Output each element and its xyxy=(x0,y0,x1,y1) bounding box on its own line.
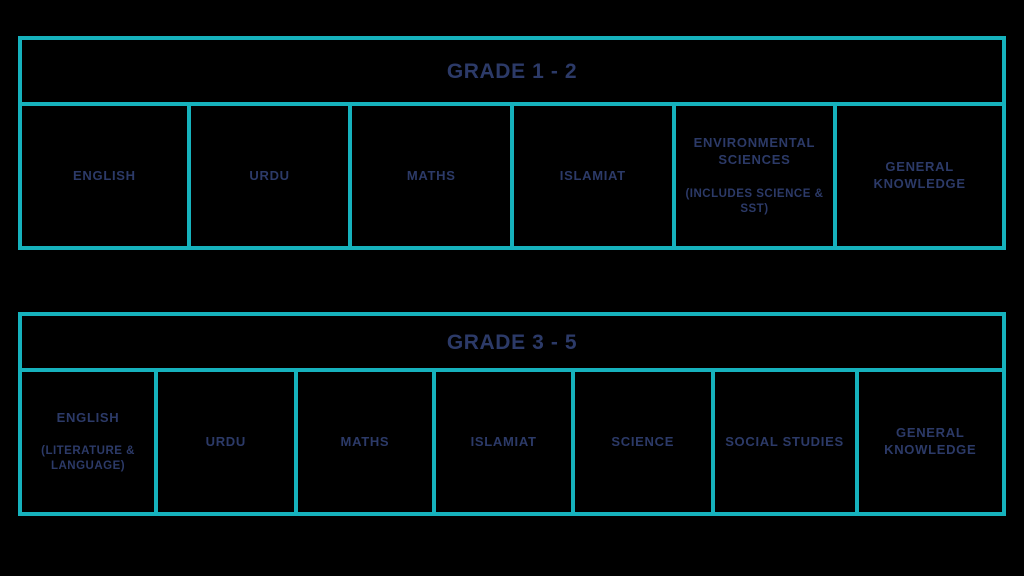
subject-name: URDU xyxy=(249,167,290,183)
subject-cell-english: ENGLISH xyxy=(22,106,191,246)
subject-name: ISLAMIAT xyxy=(559,167,626,183)
subject-row-grade-3-5: ENGLISH (LITERATURE & LANGUAGE) URDU MAT… xyxy=(22,372,1002,512)
subject-note: (INCLUDES SCIENCE & SST) xyxy=(685,187,824,215)
subject-name: URDU xyxy=(205,433,246,449)
subject-name: MATHS xyxy=(406,167,456,183)
subject-cell-general-knowledge: GENERAL KNOWLEDGE xyxy=(837,106,1002,246)
subject-name: ENGLISH xyxy=(56,409,120,425)
subject-note: (LITERATURE & LANGUAGE) xyxy=(41,445,135,473)
table-header-grade-3-5: GRADE 3 - 5 xyxy=(22,316,1002,372)
subject-name: ENVIRONMENTAL SCIENCES xyxy=(693,135,816,168)
subject-cell-islamiat: ISLAMIAT xyxy=(436,372,575,512)
subject-name: SCIENCE xyxy=(611,433,675,449)
subject-cell-english: ENGLISH (LITERATURE & LANGUAGE) xyxy=(22,372,159,512)
subject-cell-science: SCIENCE xyxy=(575,372,715,512)
subject-cell-environmental-sciences: ENVIRONMENTAL SCIENCES (INCLUDES SCIENCE… xyxy=(676,106,838,246)
subject-cell-urdu: URDU xyxy=(158,372,298,512)
subject-cell-islamiat: ISLAMIAT xyxy=(514,106,676,246)
subject-name: SOCIAL STUDIES xyxy=(725,433,844,449)
table-header-grade-1-2: GRADE 1 - 2 xyxy=(22,40,1002,106)
table-header-title: GRADE 1 - 2 xyxy=(446,59,578,83)
subject-cell-maths: MATHS xyxy=(298,372,437,512)
subject-cell-general-knowledge: GENERAL KNOWLEDGE xyxy=(859,372,1003,512)
subject-name: GENERAL KNOWLEDGE xyxy=(884,425,977,457)
subject-cell-social-studies: SOCIAL STUDIES xyxy=(715,372,859,512)
subject-cell-urdu: URDU xyxy=(191,106,353,246)
table-header-title: GRADE 3 - 5 xyxy=(446,330,578,354)
grade-table-3-5: GRADE 3 - 5 ENGLISH (LITERATURE & LANGUA… xyxy=(18,312,1006,516)
grade-table-1-2: GRADE 1 - 2 ENGLISH URDU MATHS ISLAMIAT … xyxy=(18,36,1006,250)
subject-name: GENERAL KNOWLEDGE xyxy=(873,159,966,191)
subject-cell-maths: MATHS xyxy=(352,106,515,246)
subject-name: ENGLISH xyxy=(73,167,136,183)
subject-name: ISLAMIAT xyxy=(470,433,537,449)
subject-row-grade-1-2: ENGLISH URDU MATHS ISLAMIAT ENVIRONMENTA… xyxy=(22,106,1002,246)
subject-name: MATHS xyxy=(340,433,390,449)
